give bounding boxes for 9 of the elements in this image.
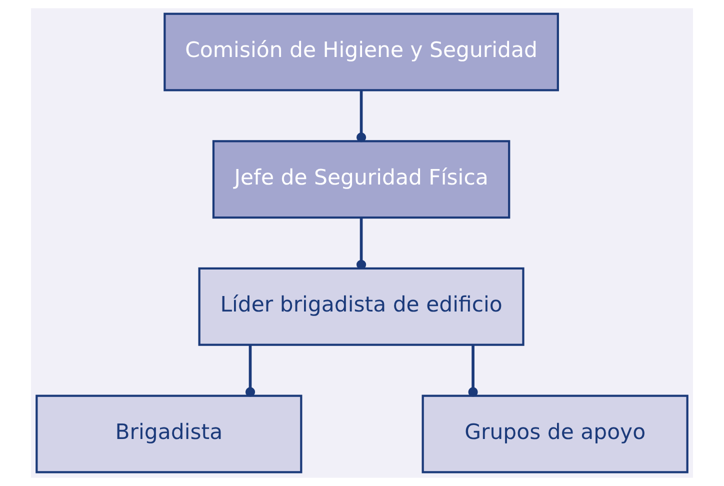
connector <box>356 90 366 142</box>
node-box: Grupos de apoyo <box>422 394 688 474</box>
connector <box>245 344 256 397</box>
node-box: Jefe de Seguridad Física <box>212 140 510 219</box>
node-box: Brigadista <box>36 394 302 474</box>
connector <box>356 218 366 270</box>
connector <box>468 344 478 397</box>
node-box: Comisión de Higiene y Seguridad <box>164 12 559 92</box>
node-box: Líder brigadista de edificio <box>198 267 524 346</box>
